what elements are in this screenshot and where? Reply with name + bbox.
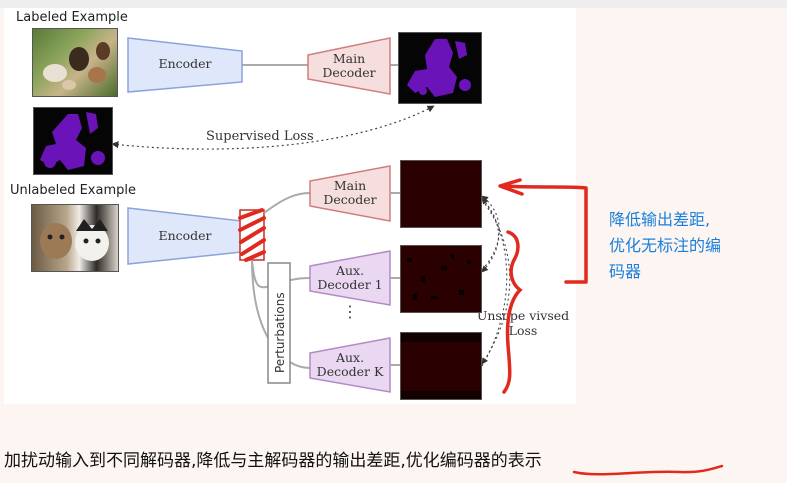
main-decoder-top-output [398,32,482,104]
supervised-loss-label: Supervised Loss [206,129,314,144]
unlabeled-input-image [31,204,119,272]
main-decoder-bottom-line2: Decoder [323,192,377,207]
unsup-arrow-main-auxk [481,199,511,365]
labeled-input-image [32,28,118,97]
main-decoder-top-line1: Main [332,51,366,66]
aux-decoder-k-line2: Decoder K [316,364,384,379]
side-note-line1: 降低输出差距, [609,210,711,229]
encoder-top-shape [127,37,243,93]
main-decoder-bottom-line1: Main [333,178,367,193]
aux-decoder-k-shape [309,337,391,393]
aux-decoder-k-line1: Aux. [335,350,365,365]
aux-decoder-1-line1: Aux. [335,263,365,278]
red-curly-brace [502,230,523,394]
encoder-bottom-label: Encoder [158,228,212,243]
main-decoder-top-shape [307,37,391,95]
unlabeled-example-label: Unlabeled Example [10,183,136,198]
side-note-line2: 优化无标注的编 [609,236,722,255]
labeled-example-label: Labeled Example [16,10,128,25]
decoder-ellipsis: ⋮ [342,302,358,321]
main-decoder-top-line2: Decoder [322,65,376,80]
unsup-arrow-auxk-main [481,197,508,367]
top-toolbar-strip [0,0,787,8]
labeled-ground-truth-mask [33,107,113,175]
aux-decoder-1-shape [309,250,391,306]
unsup-arrow-main-aux1 [481,197,500,273]
aux-decoder-k-label: Aux. Decoder K [310,349,390,381]
branch-main-decoder [263,192,311,214]
unsupervised-loss-line2: Loss [508,323,538,338]
caption-text: 加扰动输入到不同解码器,降低与主解码器的输出差距,优化编码器的表示 [4,451,542,471]
feature-map-scribble [238,208,266,262]
main-decoder-bottom-label: Main Decoder [310,177,390,209]
method-figure: Labeled Example Unlabeled Example [4,8,576,404]
aux-decoder-1-label: Aux. Decoder 1 [310,262,390,294]
perturbations-box [267,262,291,384]
unsupervised-loss-label: Unsupe vivsed Loss [470,308,576,338]
red-bracket-arrow [498,178,588,284]
caption-underline [572,464,724,476]
encoder-top-label: Encoder [158,56,212,71]
unsupervised-loss-line1: Unsupe vivsed [476,308,570,323]
side-note: 降低输出差距, 优化无标注的编 码器 [609,207,721,285]
main-decoder-bottom-shape [309,165,391,222]
diagram-graphics [111,37,511,393]
branch-aux-1 [251,259,311,289]
main-decoder-bottom-output [400,160,482,228]
aux-decoder-k-output [400,332,482,400]
main-decoder-top-label: Main Decoder [308,50,390,82]
supervised-loss-arrow [111,105,435,150]
side-note-line3: 码器 [609,262,642,281]
aux-decoder-1-output [400,245,482,313]
aux-decoder-1-line2: Decoder 1 [317,277,383,292]
